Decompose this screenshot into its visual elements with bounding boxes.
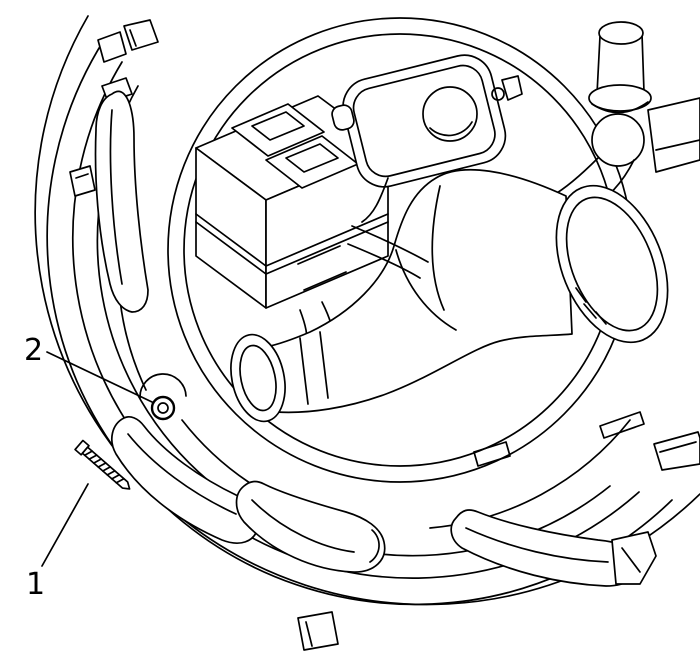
ring-left-clip-line (75, 173, 89, 179)
reservoir-small-circle (491, 87, 505, 101)
reservoir-port-circle (422, 86, 478, 142)
reservoir-left-nub (331, 104, 355, 131)
retainer-ring (34, 15, 700, 651)
screw-head (74, 439, 90, 456)
tube-small-opening-outer (230, 333, 286, 423)
lock-segment-right-end-line (621, 547, 641, 573)
guide-post (551, 21, 700, 211)
tube-elbow-crease-2 (395, 249, 457, 331)
ring-top-clip-a (97, 31, 127, 63)
ring-top-clip-line (129, 29, 137, 47)
screw-shank (81, 446, 131, 490)
fuel-pump-module-figure: 2 1 (24, 15, 700, 651)
lock-segment-left (94, 90, 149, 313)
tube-big-opening-shading (575, 287, 607, 325)
reservoir-inner-rect (352, 64, 496, 178)
connector-socket-1 (231, 103, 325, 157)
post-ball-joint (591, 113, 645, 167)
ring-right-tab-line (659, 441, 697, 453)
ring-top-clip-b (123, 19, 159, 51)
retainer-ring-arc-2 (46, 39, 673, 606)
connector-side-detail-lines (297, 245, 347, 291)
seal-grommet (139, 373, 187, 421)
connector-tier-lines-front (195, 213, 267, 275)
reservoir-port-inner-arc (429, 121, 473, 137)
tube-ridge-lines (299, 331, 329, 405)
post-collar-lip (591, 101, 649, 114)
callout-2-leader-line (46, 351, 153, 403)
right-edge-bracket-seam (655, 139, 700, 151)
lock-rail-arc-left (119, 299, 147, 391)
lock-segment-bottom-b (235, 480, 386, 573)
tube-big-opening-rim (565, 196, 659, 332)
flange-clip-far-right (599, 411, 645, 439)
hose-line-1 (351, 225, 429, 263)
callout-2-label: 2 (24, 333, 43, 368)
connector-socket-1-slot (251, 111, 305, 141)
flange-clip-right (473, 441, 511, 467)
tube-small-opening-inner (239, 344, 277, 412)
callouts: 2 1 (24, 333, 153, 602)
connector-tier-lines-side (265, 213, 389, 275)
callout-1-leader-line (41, 483, 89, 567)
lock-segment-left-inner-line (109, 109, 123, 285)
reservoir-lower-line-left (361, 177, 389, 223)
right-edge-bracket (647, 97, 700, 173)
post-top-cap (598, 21, 644, 45)
callout-1-label: 1 (26, 567, 45, 602)
ring-bottom-tab-line (305, 621, 313, 647)
lock-segment-bottom-a-inner-line (127, 433, 237, 515)
ring-right-tab (653, 431, 700, 471)
ring-left-clip (69, 165, 96, 197)
lock-segment-bottom-b-end-arc (369, 529, 380, 563)
reservoir-cap (331, 54, 523, 223)
post-collar (588, 84, 652, 112)
ring-bottom-tab (297, 611, 339, 651)
tube-elbow-crease-1 (431, 185, 445, 311)
hose-line-2 (347, 243, 421, 279)
tube-big-opening-outer (555, 184, 669, 344)
lock-segment-right-inner-line (465, 527, 609, 563)
lock-segment-right (450, 509, 639, 587)
grommet-notch-arc (139, 373, 187, 399)
lock-ring-segments (94, 77, 657, 587)
tube-elbow-body (265, 168, 573, 414)
lock-segment-bottom-b-inner-line (251, 499, 355, 553)
grommet-inner-ring (157, 402, 169, 414)
retainer-screw (74, 439, 131, 490)
screw-threads (83, 450, 125, 484)
reservoir-right-clip (501, 75, 523, 101)
connector-socket-2-slot (285, 143, 339, 173)
outlet-tube (230, 168, 669, 423)
grommet-outer-ring (150, 395, 176, 421)
lock-segment-right-end-bracket (611, 531, 657, 585)
